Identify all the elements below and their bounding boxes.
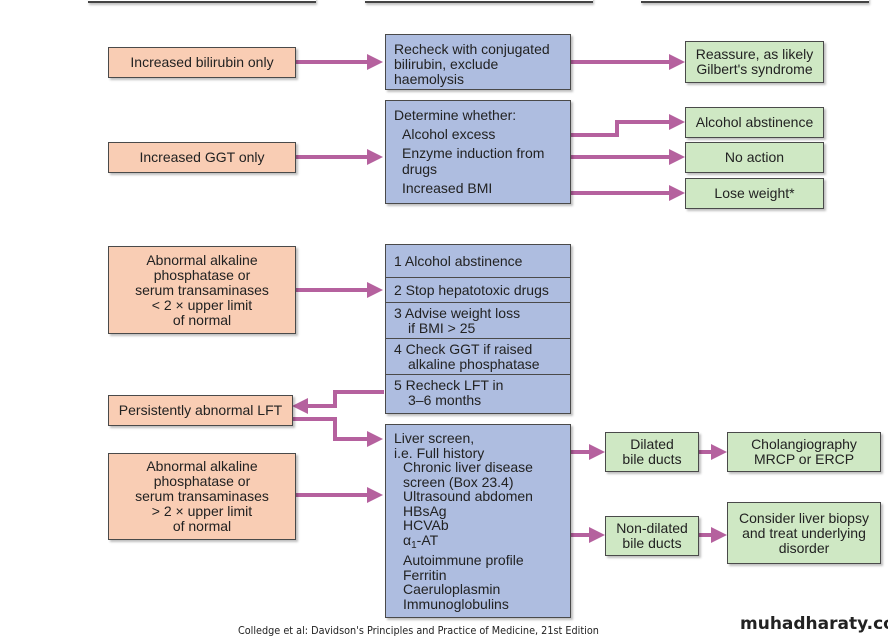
screen-item: Chronic liver disease bbox=[403, 459, 533, 475]
arrow-persistent-to-screen bbox=[292, 417, 383, 447]
management-steps-box: 1 Alcohol abstinence 2 Stop hepatotoxic … bbox=[385, 244, 571, 414]
alcohol-excess-item: Alcohol excess bbox=[402, 126, 496, 142]
increased-bilirubin-label: Increased bilirubin only bbox=[130, 54, 274, 70]
abnormal-lft-high-line: serum transaminases bbox=[135, 488, 269, 504]
no-action-label: No action bbox=[724, 149, 785, 165]
non-dilated-line: Non-dilated bbox=[616, 520, 688, 536]
alpha-symbol: α bbox=[403, 531, 412, 548]
step-2-text: 2 Stop hepatotoxic drugs bbox=[394, 282, 549, 298]
step-4-text: 4 Check GGT if raised bbox=[394, 341, 533, 357]
abnormal-lft-low-line: serum transaminases bbox=[135, 281, 269, 298]
source-caption: Colledge et al: Davidson's Principles an… bbox=[238, 624, 599, 637]
increased-ggt-box: Increased GGT only bbox=[108, 142, 296, 173]
cropped-box-edge-2 bbox=[365, 0, 593, 3]
abnormal-lft-low-line: < 2 × upper limit bbox=[151, 296, 253, 313]
reassure-gilbert-box: Reassure, as likely Gilbert's syndrome bbox=[685, 41, 824, 83]
step-2: 2 Stop hepatotoxic drugs bbox=[386, 277, 570, 302]
abnormal-lft-low-box: Abnormal alkaline phosphatase or serum t… bbox=[108, 246, 296, 334]
abnormal-lft-high-line: phosphatase or bbox=[153, 473, 251, 489]
abnormal-lft-high-line: Abnormal alkaline bbox=[146, 458, 258, 474]
liver-screen-box: Liver screen, i.e. Full history Chronic … bbox=[385, 424, 571, 618]
recheck-line: bilirubin, exclude bbox=[394, 56, 499, 72]
no-action-box: No action bbox=[685, 142, 824, 173]
cholangiography-box: Cholangiography MRCP or ERCP bbox=[727, 432, 881, 472]
determine-title: Determine whether: bbox=[394, 107, 517, 123]
abnormal-lft-high-line: of normal bbox=[172, 518, 232, 534]
persistently-abnormal-lft-box: Persistently abnormal LFT bbox=[108, 395, 293, 426]
liver-screen-header: Liver screen, bbox=[394, 430, 475, 446]
liver-biopsy-line: and treat underlying bbox=[742, 524, 866, 541]
recheck-line: haemolysis bbox=[394, 71, 465, 87]
cholangiography-line: Cholangiography bbox=[751, 436, 857, 452]
alpha-subscript: 1 bbox=[411, 539, 417, 551]
dilated-bile-ducts-box: Dilated bile ducts bbox=[605, 432, 699, 472]
screen-item: Autoimmune profile bbox=[403, 552, 524, 568]
screen-item: screen (Box 23.4) bbox=[403, 473, 514, 490]
reassure-line: Reassure, as likely bbox=[695, 46, 814, 62]
step-5-text: 5 Recheck LFT in bbox=[394, 377, 504, 393]
screen-item: Immunoglobulins bbox=[403, 595, 509, 612]
liver-biopsy-line: Consider liver biopsy bbox=[739, 509, 869, 526]
screen-item: Caeruloplasmin bbox=[403, 581, 501, 597]
lose-weight-label: Lose weight* bbox=[714, 185, 795, 201]
step-4-text-cont: alkaline phosphatase bbox=[408, 356, 540, 372]
dilated-line: Dilated bbox=[630, 436, 674, 452]
cholangiography-line: MRCP or ERCP bbox=[753, 451, 855, 467]
increased-bmi-item: Increased BMI bbox=[402, 180, 493, 196]
enzyme-induction-item: Enzyme induction from bbox=[402, 145, 545, 161]
step-1: 1 Alcohol abstinence bbox=[386, 245, 570, 277]
non-dilated-bile-ducts-box: Non-dilated bile ducts bbox=[605, 516, 699, 556]
cropped-box-edge-1 bbox=[88, 0, 316, 3]
screen-item: HBsAg bbox=[403, 502, 447, 519]
liver-screen-items: Chronic liver disease screen (Box 23.4) … bbox=[394, 460, 562, 611]
liver-biopsy-box: Consider liver biopsy and treat underlyi… bbox=[727, 502, 881, 564]
increased-ggt-label: Increased GGT only bbox=[139, 149, 265, 165]
step-3-text: 3 Advise weight loss bbox=[394, 305, 521, 321]
reassure-line: Gilbert's syndrome bbox=[696, 61, 813, 77]
step-3-text-cont: if BMI > 25 bbox=[408, 320, 476, 336]
dilated-line: bile ducts bbox=[622, 451, 682, 467]
alcohol-abstinence-label: Alcohol abstinence bbox=[695, 114, 814, 130]
alpha-suffix: -AT bbox=[416, 531, 439, 548]
recheck-line: Recheck with conjugated bbox=[394, 41, 550, 57]
screen-item: Ferritin bbox=[403, 566, 447, 583]
liver-biopsy-line: disorder bbox=[778, 539, 830, 556]
screen-item-alpha1-at: α1-AT bbox=[403, 531, 562, 554]
alcohol-abstinence-box: Alcohol abstinence bbox=[685, 107, 824, 138]
abnormal-lft-high-line: > 2 × upper limit bbox=[151, 503, 253, 519]
enzyme-induction-item-cont: drugs bbox=[402, 161, 438, 177]
watermark: muhadharaty.com bbox=[740, 614, 888, 634]
screen-item: Ultrasound abdomen bbox=[403, 488, 533, 504]
increased-bilirubin-box: Increased bilirubin only bbox=[108, 47, 296, 78]
step-5-text-cont: 3–6 months bbox=[408, 392, 482, 408]
abnormal-lft-low-line: Abnormal alkaline bbox=[146, 251, 258, 268]
recheck-conjugated-box: Recheck with conjugated bilirubin, exclu… bbox=[385, 34, 571, 90]
screen-item: HCVAb bbox=[403, 517, 449, 533]
liver-screen-header: i.e. Full history bbox=[394, 444, 485, 461]
arrow-recheck-to-persistent bbox=[292, 390, 384, 414]
abnormal-lft-low-line: phosphatase or bbox=[153, 266, 251, 283]
step-3: 3 Advise weight loss if BMI > 25 bbox=[386, 302, 570, 338]
lose-weight-box: Lose weight* bbox=[685, 178, 824, 209]
step-1-text: 1 Alcohol abstinence bbox=[394, 253, 523, 269]
step-5: 5 Recheck LFT in 3–6 months bbox=[386, 374, 570, 412]
non-dilated-line: bile ducts bbox=[622, 535, 682, 551]
persistently-abnormal-lft-label: Persistently abnormal LFT bbox=[118, 402, 283, 418]
abnormal-lft-high-box: Abnormal alkaline phosphatase or serum t… bbox=[108, 453, 296, 540]
determine-whether-box: Determine whether: Alcohol excess Enzyme… bbox=[385, 100, 571, 204]
step-4: 4 Check GGT if raised alkaline phosphata… bbox=[386, 338, 570, 374]
cropped-box-edge-3 bbox=[641, 0, 869, 3]
abnormal-lft-low-line: of normal bbox=[172, 311, 232, 328]
